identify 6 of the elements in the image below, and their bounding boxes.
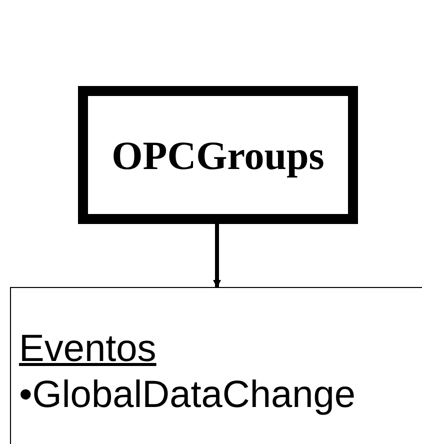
section-heading: Eventos <box>19 327 156 372</box>
list-item: •GlobalDataChange <box>19 373 356 418</box>
arrow <box>213 224 221 288</box>
member-box <box>10 287 422 444</box>
class-name: OPCGroups <box>112 132 324 178</box>
class-box <box>78 86 358 224</box>
